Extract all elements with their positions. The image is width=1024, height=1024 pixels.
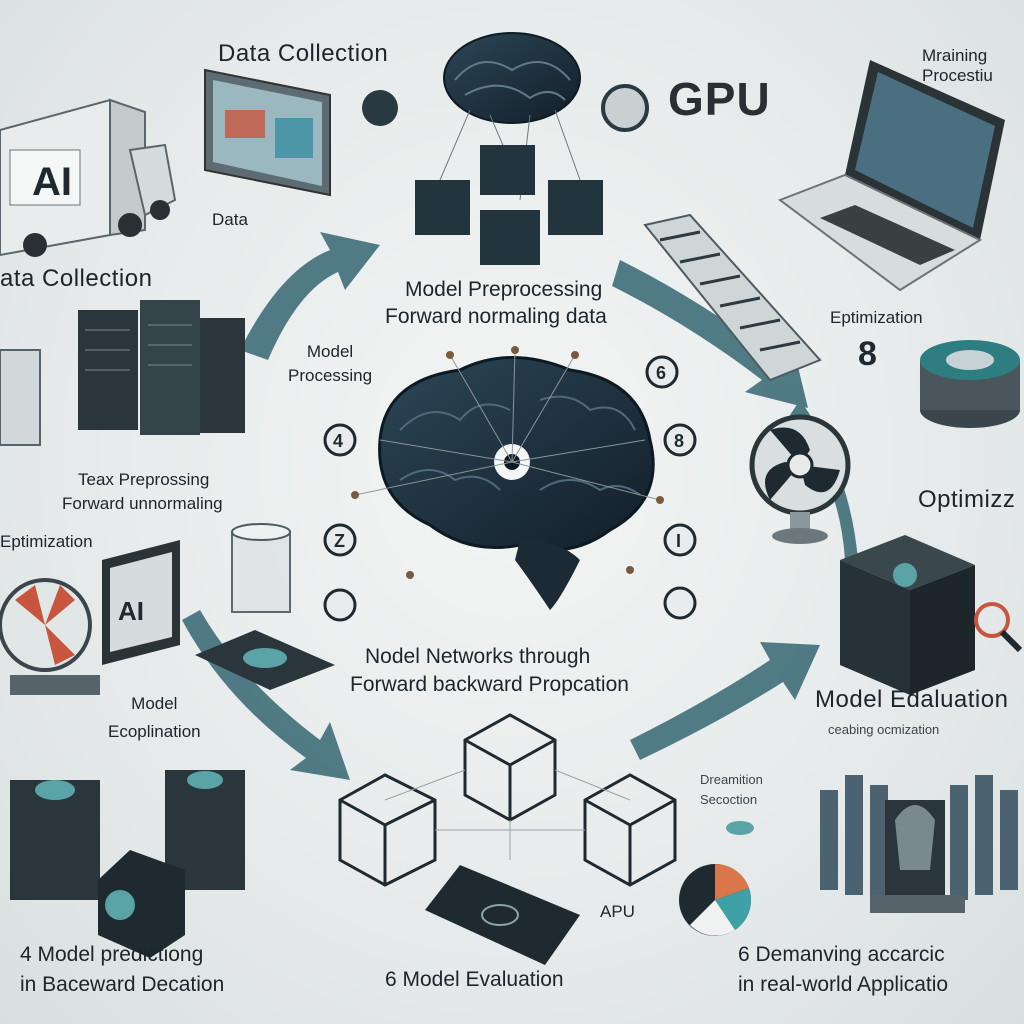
central-brain-illustration <box>351 346 664 610</box>
label-forward-unnormalizing: Forward unnormaling <box>62 494 223 513</box>
screens-illustration <box>204 68 331 197</box>
top-brain-illustration <box>415 32 603 265</box>
server-rack-left <box>78 300 245 435</box>
glass-cylinder-illustration <box>231 523 291 613</box>
node-tags <box>323 355 697 622</box>
pie-chart-icon <box>679 863 752 936</box>
label-gpu: GPU <box>668 73 771 125</box>
label-apu: APU <box>600 902 635 921</box>
laptop-illustration <box>777 60 1005 292</box>
label-optimization-left: Eptimization <box>0 532 93 551</box>
label-model-evaluation-bottom: 6 Model Evaluation <box>385 968 564 991</box>
label-training-processing: Mraining Procestiu <box>922 46 993 85</box>
label-dreamition: Dreamition Secoction <box>700 772 763 807</box>
wireframe-cubes <box>338 713 677 887</box>
gpu-disk-illustration <box>920 340 1020 428</box>
label-optimization-right-small: Eptimization <box>830 308 923 327</box>
cube-illustration-right <box>840 535 975 695</box>
label-left-data-collection: ata Collection <box>0 265 153 292</box>
label-model-processing: Model Processing <box>288 342 373 385</box>
label-training-optimization: ceabing ocmization <box>828 722 940 737</box>
label-data: Data <box>212 210 248 229</box>
label-model-predicting: 4 Model predictiong in Baceward Decation <box>20 943 225 996</box>
server-boxes-bottom-left <box>10 770 245 958</box>
label-demanding-accuracy: 6 Demanving accarcic in real-world Appli… <box>738 943 949 996</box>
truck-ai-text: AI <box>32 160 72 204</box>
stairs-illustration <box>643 213 822 382</box>
node-right-1-text: 8 <box>674 431 684 451</box>
label-top-data-collection: Data Collection <box>218 40 389 67</box>
chip-illustration <box>195 630 335 690</box>
pillar-array-illustration <box>726 775 1018 913</box>
wireframe-links <box>384 769 631 860</box>
wheel-illustration <box>0 578 100 695</box>
label-model-evaluation-right: Model Edaluation <box>815 686 1009 713</box>
tablet-illustration <box>102 540 180 665</box>
label-model-networks: Nodel Networks through <box>365 645 591 668</box>
camera-icon <box>601 84 649 132</box>
label-eight: 8 <box>858 335 877 373</box>
tablet-ai-text: AI <box>118 596 144 626</box>
label-forward-normalizing: Forward normaling data <box>385 305 607 328</box>
fan-illustration <box>749 414 851 544</box>
arrow-right-down <box>790 400 858 560</box>
node-left-1-text: 4 <box>333 431 343 451</box>
truck-illustration <box>0 98 177 257</box>
label-model-preprocessing: Model Preprocessing <box>405 278 603 301</box>
arrow-top-left <box>240 232 380 360</box>
phone-device-illustration <box>425 865 580 965</box>
small-gear-icon <box>362 90 398 126</box>
label-model-exploration: Model Ecoplination <box>108 694 201 741</box>
label-text-preprocessing: Teax Preprossing <box>78 470 210 489</box>
label-optimization-right-big: Optimizz <box>918 486 1016 513</box>
label-forward-backward: Forward backward Propcation <box>350 673 629 696</box>
magnifier-icon <box>974 602 1023 653</box>
arrow-bottom-right <box>630 642 820 760</box>
node-left-2-text: Z <box>334 531 345 551</box>
node-right-2-text: I <box>676 531 681 551</box>
left-device-icon <box>0 349 41 446</box>
arrow-top-right <box>612 260 808 408</box>
node-top-right-text: 6 <box>656 363 666 383</box>
